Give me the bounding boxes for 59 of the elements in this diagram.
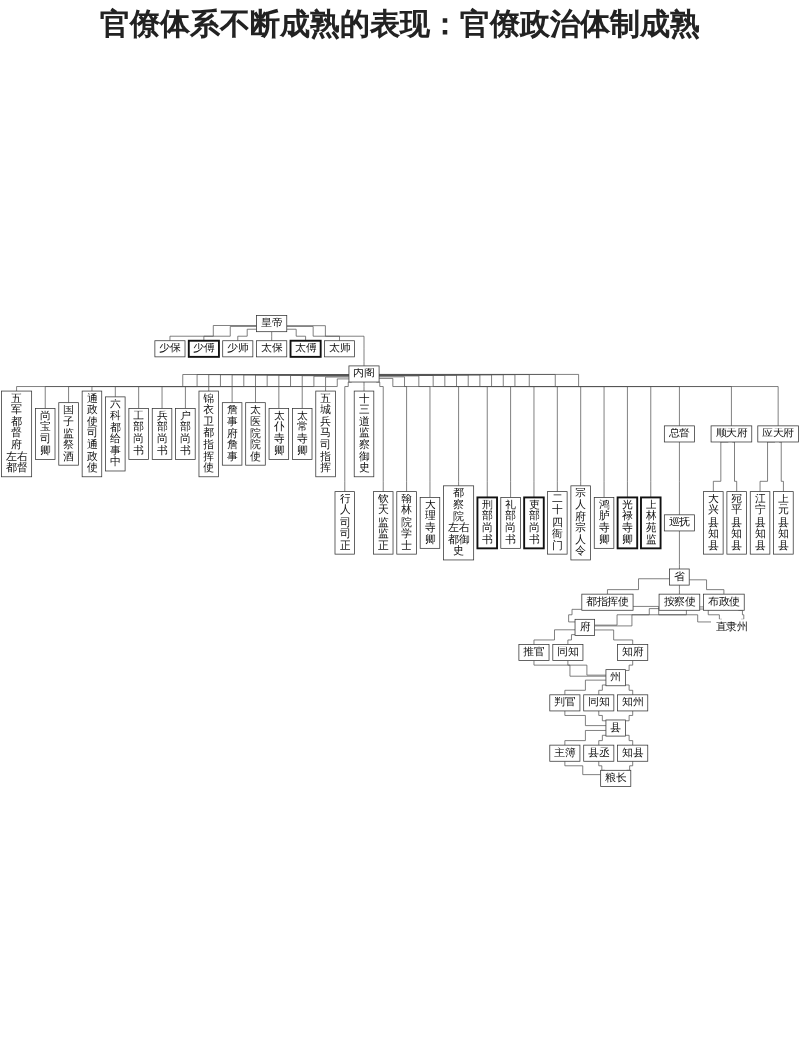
connector [169,325,257,342]
connector [625,660,634,671]
connector [378,374,558,492]
connector [278,375,350,409]
connector [44,374,350,409]
connector [564,710,607,726]
connector [378,374,582,487]
connector [344,381,353,492]
connector [626,760,634,771]
connector [91,374,350,392]
connector [255,375,350,404]
connector [378,378,407,492]
connector [699,608,723,620]
connector [16,374,350,392]
connector [533,660,607,677]
connector [203,326,257,342]
connector [378,374,535,498]
connector [594,608,660,626]
connector [568,608,583,623]
connector [375,381,384,492]
connector [731,441,738,492]
connector [778,441,784,492]
connector [114,374,350,398]
connector [286,326,340,342]
connector [679,530,680,570]
connector [231,375,350,404]
connector [237,328,257,342]
connector [679,584,680,595]
connector [607,578,670,595]
connector [564,730,607,746]
connector [564,679,607,696]
connector [68,374,350,404]
connector [363,381,365,392]
connector [679,441,680,516]
connector [598,734,607,746]
connector [271,331,273,342]
connector [325,378,350,392]
connector [688,579,725,595]
connector [567,634,576,645]
connector [594,629,634,645]
connector [598,760,606,771]
connector [625,734,634,746]
connector [598,684,607,696]
connector [378,376,431,498]
connector [286,328,306,342]
connector [378,375,488,498]
connector [598,710,607,722]
connector [564,760,602,775]
connector [378,374,511,498]
connector [632,606,712,623]
connector [567,660,607,676]
connector [533,629,576,645]
connector [594,606,704,627]
title: 官僚体系不断成熟的表现：官僚政治体制成熟 [98,4,702,46]
connector [208,374,350,392]
connector [301,376,350,409]
connector [625,684,634,696]
connector [625,710,634,722]
connector [378,375,459,487]
